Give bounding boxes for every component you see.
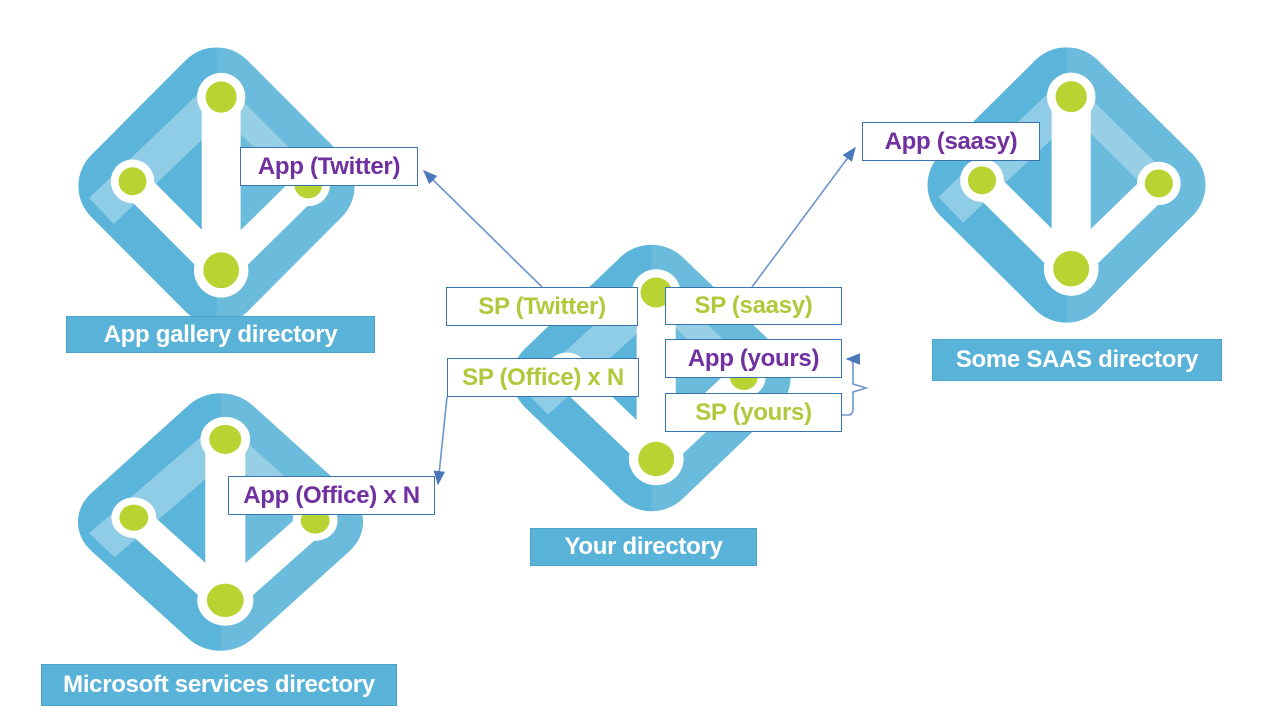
label-sp-yours: SP (yours) (665, 393, 842, 432)
banner-app-gallery-directory: App gallery directory (66, 316, 375, 353)
arrow-sp-office-to-app-office (433, 396, 448, 486)
banner-your-directory: Your directory (530, 528, 757, 566)
label-app-yours: App (yours) (665, 339, 842, 378)
bracket-sp-yours-to-app-yours (842, 353, 869, 416)
azure-ad-icon-microsoft-services (60, 377, 381, 667)
label-sp-saasy: SP (saasy) (665, 287, 842, 325)
banner-microsoft-services-directory: Microsoft services directory (41, 664, 397, 706)
azure-ad-icon-app-gallery (61, 30, 372, 342)
label-sp-twitter: SP (Twitter) (446, 287, 638, 326)
azure-ad-icon-some-saas (910, 30, 1223, 340)
label-app-office: App (Office) x N (228, 476, 435, 515)
label-sp-office: SP (Office) x N (447, 358, 639, 397)
label-app-saasy: App (saasy) (862, 122, 1040, 161)
label-app-twitter: App (Twitter) (240, 147, 418, 186)
banner-some-saas-directory: Some SAAS directory (932, 339, 1222, 381)
